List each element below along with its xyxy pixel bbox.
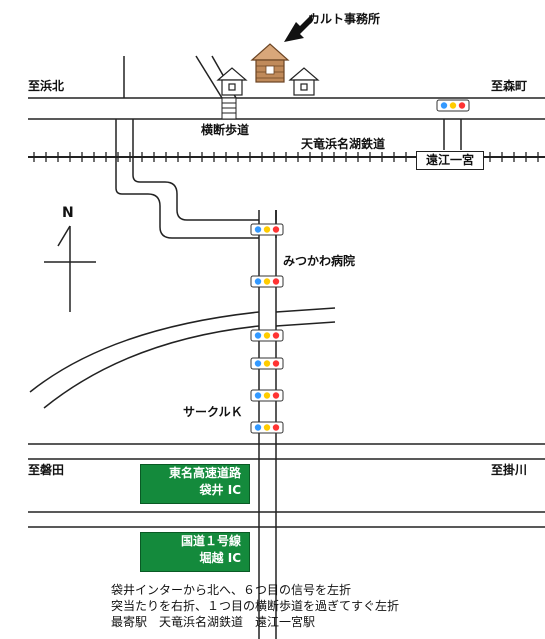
traffic-signal-icon: [250, 357, 284, 370]
direction-line: 最寄駅 天竜浜名湖鉄道 遠江一宮駅: [111, 615, 316, 629]
direction-line: 袋井インターから北へ、６つ目の信号を左折: [111, 583, 352, 597]
to-kakegawa-label: 至掛川: [491, 463, 528, 477]
traffic-signal-icon: [436, 99, 470, 112]
house-icon: [288, 67, 320, 96]
crosswalk-stripes: [221, 97, 237, 120]
circle-k-label: サークルＫ: [183, 405, 243, 419]
to-morimachi-label: 至森町: [491, 79, 528, 93]
hospital-label: みつかわ病院: [283, 254, 356, 268]
railway-ties: [33, 152, 539, 162]
direction-line: 突当たりを右折、１つ目の横断歩道を過ぎてすぐ左折: [111, 599, 400, 613]
traffic-signal-icon: [250, 329, 284, 342]
traffic-signal-icon: [250, 389, 284, 402]
traffic-signal-icon: [250, 223, 284, 236]
ic-line2: 袋井 IC: [199, 483, 241, 497]
traffic-signal-icon: [250, 275, 284, 288]
curved-road: [29, 311, 260, 393]
office-label: カルト事務所: [308, 12, 381, 26]
directions: 袋井インターから北へ、６つ目の信号を左折 突当たりを右折、１つ目の横断歩道を過ぎ…: [111, 582, 399, 630]
north-label: N: [62, 205, 74, 221]
station-box: 遠江一宮: [416, 151, 484, 170]
crosswalk-label: 横断歩道: [201, 123, 250, 137]
ic-line1: 国道１号線: [180, 534, 241, 548]
ic-line1: 東名高速道路: [168, 466, 241, 480]
house-icon: [216, 67, 248, 96]
ic-sign-fukuroi: 東名高速道路 袋井 IC: [140, 464, 250, 504]
ic-line2: 堀越 IC: [199, 551, 241, 565]
traffic-signal-icon: [250, 421, 284, 434]
to-iwata-label: 至磐田: [28, 463, 65, 477]
railway-label: 天竜浜名湖鉄道: [301, 137, 386, 151]
to-hamakita-label: 至浜北: [28, 79, 65, 93]
winding-road: [115, 119, 259, 239]
north-arrow-icon: [44, 225, 96, 312]
arrow-icon: [284, 14, 312, 42]
office-house-icon: [250, 43, 290, 83]
ic-sign-horikoshi: 国道１号線 堀越 IC: [140, 532, 250, 572]
